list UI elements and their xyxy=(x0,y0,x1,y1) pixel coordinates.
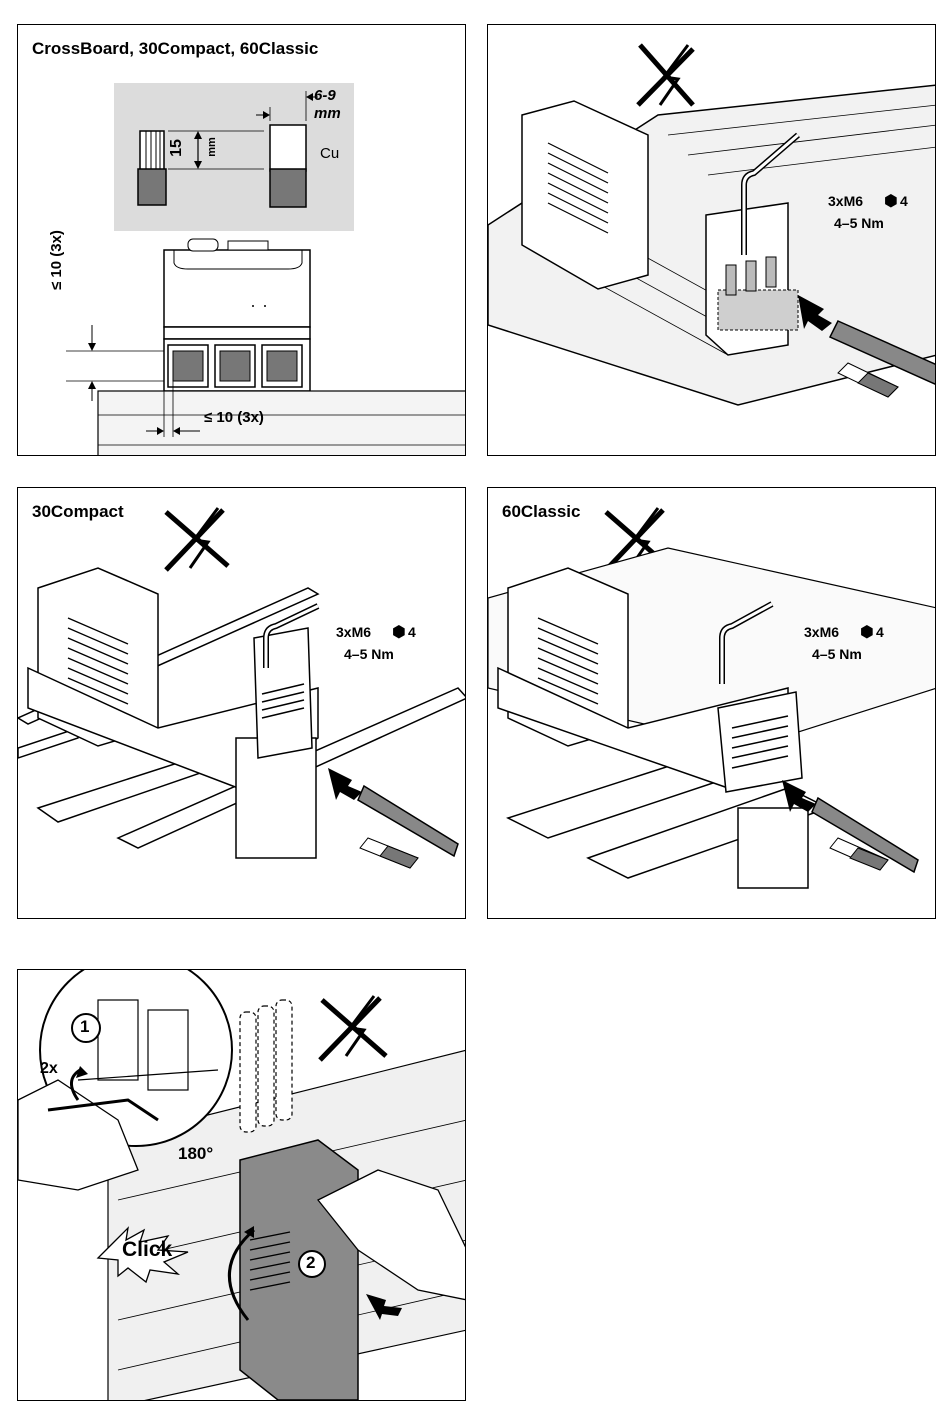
panel3-title: 30Compact xyxy=(32,502,124,522)
step2-label: 2 xyxy=(306,1253,315,1273)
panel-module-insertion: 1 2 2x 180° Click xyxy=(17,969,466,1401)
cable-prep-drawing xyxy=(18,25,466,456)
panel-crossboard-mount: 3xM6 ⬢ 4 4–5 Nm xyxy=(487,24,936,456)
screws-label: 3xM6 xyxy=(804,624,839,640)
hex-key-icon: ⬢ xyxy=(392,622,406,642)
key-size-label: 4 xyxy=(408,624,416,640)
screws-label: 3xM6 xyxy=(336,624,371,640)
torque-label: 4–5 Nm xyxy=(834,215,884,231)
panel4-title: 60Classic xyxy=(502,502,580,522)
panel1-title: CrossBoard, 30Compact, 60Classic xyxy=(32,39,318,59)
strip-length-label: 15 xyxy=(168,139,186,157)
click-label: Click xyxy=(122,1238,172,1262)
torque-label: 4–5 Nm xyxy=(344,646,394,662)
hex-key-icon: ⬢ xyxy=(884,191,898,211)
crossboard-drawing xyxy=(488,25,936,456)
rotation-label: 180° xyxy=(178,1144,213,1164)
material-label: Cu xyxy=(320,145,339,162)
bar-size-label: 6-9 xyxy=(314,87,336,104)
strip-length-unit: mm xyxy=(206,137,218,157)
panel-60classic: 60Classic 3xM6 ⬢ 4 4–5 Nm xyxy=(487,487,936,919)
panel-30compact: 30Compact 3xM6 ⬢ 4 4–5 Nm xyxy=(17,487,466,919)
torque-label: 4–5 Nm xyxy=(812,646,862,662)
screws-label: 3xM6 xyxy=(828,193,863,209)
step1-label: 1 xyxy=(80,1017,89,1037)
compact-drawing xyxy=(18,488,466,919)
hex-key-icon: ⬢ xyxy=(860,622,874,642)
classic-drawing xyxy=(488,488,936,919)
key-size-label: 4 xyxy=(900,193,908,209)
panel-cable-prep: CrossBoard, 30Compact, 60Classic 15 mm 6… xyxy=(17,24,466,456)
key-size-label: 4 xyxy=(876,624,884,640)
bar-size-unit: mm xyxy=(314,105,341,122)
vertical-spacing-label: ≤ 10 (3x) xyxy=(48,230,65,290)
repeat-label: 2x xyxy=(40,1060,58,1078)
horizontal-spacing-label: ≤ 10 (3x) xyxy=(204,409,264,426)
